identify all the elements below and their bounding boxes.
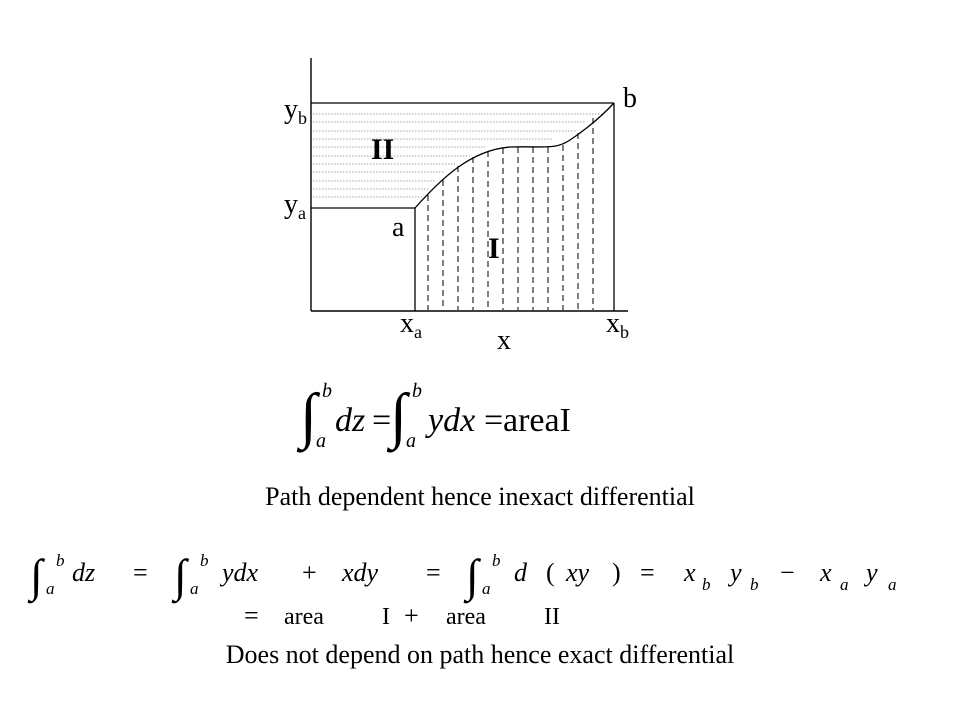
eq2-minus: − [780, 558, 795, 587]
region-ii-hatching [313, 113, 603, 198]
eq2-xa: x [819, 558, 832, 587]
eq2-xa-sub: a [840, 575, 849, 594]
eq1-equals-1: = [372, 402, 391, 439]
label-ya: ya [284, 189, 306, 223]
eq1-upper-limit-2: b [412, 380, 422, 402]
eq3-area2-num: II [544, 604, 560, 630]
label-region-ii: II [371, 133, 394, 166]
eq3-plus: + [404, 601, 419, 630]
label-region-i: I [488, 232, 500, 265]
eq3-area1-word: area [284, 604, 324, 630]
integral-sign-1: ∫ [296, 382, 321, 453]
eq2-equals-2: = [426, 558, 441, 587]
eq3-equals: = [244, 601, 259, 630]
eq2-int3-upper: b [492, 551, 501, 570]
eq1-lhs: dz [335, 402, 365, 439]
eq2-int2-lower: a [190, 579, 199, 598]
eq1-result: areaI [503, 402, 571, 439]
eq2-ya-sub: a [888, 575, 897, 594]
path-curve [414, 102, 615, 209]
eq2-int1-upper: b [56, 551, 65, 570]
label-xb: xb [606, 308, 629, 342]
eq1-upper-limit-1: b [322, 380, 332, 402]
eq2-lparen: ( [546, 558, 555, 587]
eq2-int1-lower: a [46, 579, 55, 598]
eq2-xy: xy [565, 558, 590, 587]
equation-1: ∫ b a dz = ∫ b a ydx = areaI [296, 380, 571, 453]
eq2-int3-lower: a [482, 579, 491, 598]
eq2-integral-1: ∫ [27, 550, 45, 604]
equation-3: = area I + area II [244, 601, 560, 630]
eq2-xb-sub: b [702, 575, 711, 594]
label-yb: yb [284, 94, 307, 128]
eq2-yb-sub: b [750, 575, 759, 594]
eq2-rparen: ) [612, 558, 621, 587]
eq2-int2-body: ydx [219, 558, 259, 587]
label-point-b: b [623, 83, 637, 114]
eq2-int2-upper: b [200, 551, 209, 570]
eq2-xb: x [683, 558, 696, 587]
label-xa: xa [400, 308, 422, 342]
eq3-area2-word: area [446, 604, 486, 630]
eq1-rhs: ydx [425, 402, 475, 439]
caption-inexact: Path dependent hence inexact differentia… [265, 482, 695, 511]
eq2-integral-3: ∫ [463, 550, 481, 604]
eq2-ya: y [863, 558, 878, 587]
eq1-lower-limit-1: a [316, 430, 326, 452]
eq2-xdy: xdy [341, 558, 379, 587]
eq2-int1-body: dz [72, 558, 95, 587]
equation-2: ∫ b a dz = ∫ b a ydx + xdy = ∫ b a d ( x… [27, 550, 897, 604]
eq2-equals-3: = [640, 558, 655, 587]
eq2-plus: + [302, 558, 317, 587]
label-x-axis: x [497, 325, 511, 356]
caption-exact: Does not depend on path hence exact diff… [225, 640, 735, 669]
eq1-lower-limit-2: a [406, 430, 416, 452]
eq1-equals-2: = [484, 402, 503, 439]
eq3-area1-num: I [382, 604, 390, 630]
eq2-equals-1: = [133, 558, 148, 587]
eq2-integral-2: ∫ [171, 550, 189, 604]
label-point-a: a [392, 212, 405, 243]
diagram-labels: yb ya b a II I xa xb x [284, 83, 637, 356]
pv-diagram [310, 58, 628, 312]
integral-sign-2: ∫ [386, 382, 411, 453]
eq2-int3-d: d [514, 558, 528, 587]
eq2-yb: y [727, 558, 742, 587]
region-i-hatching [427, 118, 594, 310]
